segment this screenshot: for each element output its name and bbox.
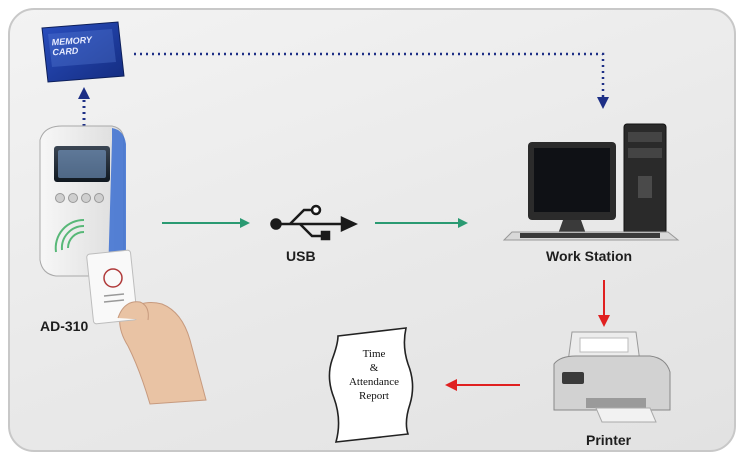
report-line-time: Time xyxy=(362,348,386,360)
usb-icon xyxy=(270,204,358,241)
usb-label: USB xyxy=(286,248,316,264)
printer-icon xyxy=(553,331,671,423)
memory-card-icon xyxy=(41,21,125,83)
report-document-icon xyxy=(328,327,414,443)
workstation-label: Work Station xyxy=(546,248,633,264)
report-line-attendance: Attendance xyxy=(348,376,400,388)
report-line-ampersand: & xyxy=(369,362,379,374)
workstation-icon xyxy=(502,123,680,241)
report-label: Time & Attendance Report xyxy=(330,347,418,403)
memory-card-label: MEMORY CARD xyxy=(51,35,93,58)
ad310-label: AD-310 xyxy=(40,318,89,334)
printer-label: Printer xyxy=(586,432,632,448)
memory-card-to-workstation-arrow xyxy=(134,52,609,109)
report-line-report: Report xyxy=(359,390,389,402)
hand-with-card-icon xyxy=(86,249,207,405)
